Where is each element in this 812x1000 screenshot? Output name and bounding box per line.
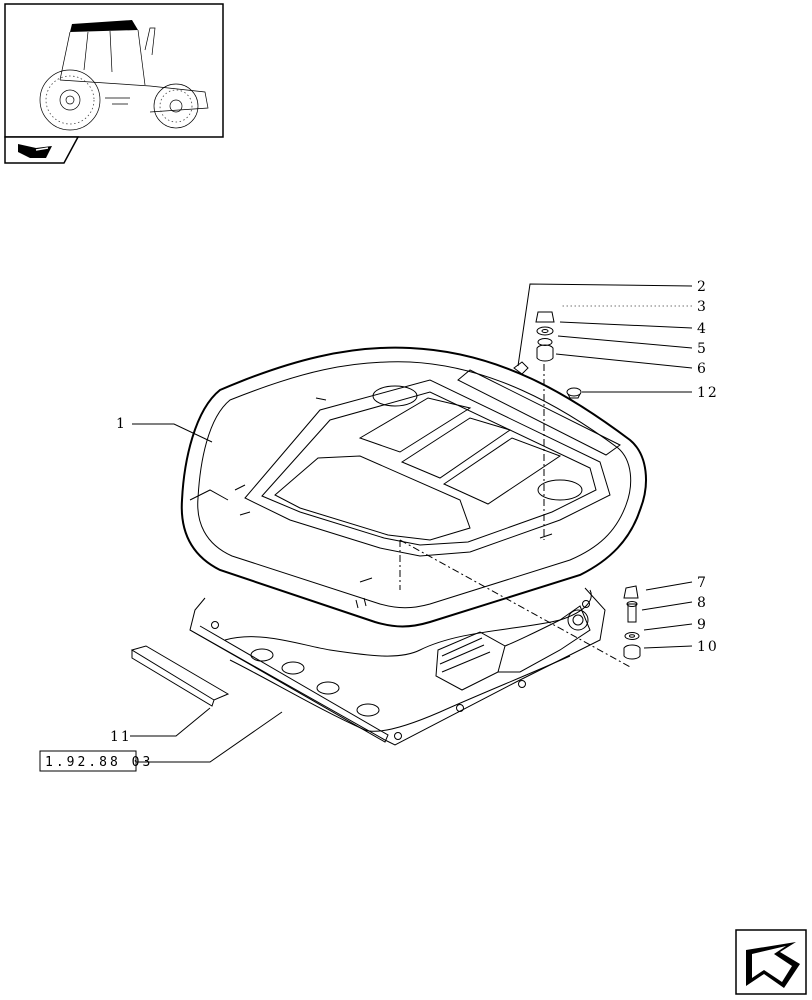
callout-5: 5: [697, 341, 708, 357]
assembly-centerlines: [399, 364, 633, 669]
callout-8: 8: [697, 595, 708, 611]
callout-1: 1: [116, 416, 127, 432]
reference-box[interactable]: 1.92.88 03: [39, 750, 153, 772]
callout-3: 3: [697, 299, 708, 315]
roof-headliner: [189, 587, 606, 746]
callout-7: 7: [697, 575, 708, 591]
callout-11: 11: [110, 729, 132, 745]
callout-6: 6: [697, 361, 708, 377]
seal-strip: [130, 645, 230, 707]
callout-labels: 1 2 3 4 5 6 7 8 9 10 11 12: [110, 279, 719, 745]
leader-lines: [130, 283, 693, 763]
callout-10: 10: [697, 639, 719, 655]
callout-9: 9: [697, 617, 708, 633]
reference-code: 1.92.88 03: [45, 755, 153, 770]
tractor-thumbnail-icon: [4, 3, 224, 138]
callout-4: 4: [697, 321, 708, 337]
callout-12: 12: [697, 385, 719, 401]
roof-panel: [180, 346, 647, 628]
callout-2: 2: [697, 279, 708, 295]
fastener-hardware: [513, 311, 641, 660]
next-page-arrow-icon[interactable]: [735, 929, 807, 995]
cab-section-icon: [4, 136, 80, 164]
